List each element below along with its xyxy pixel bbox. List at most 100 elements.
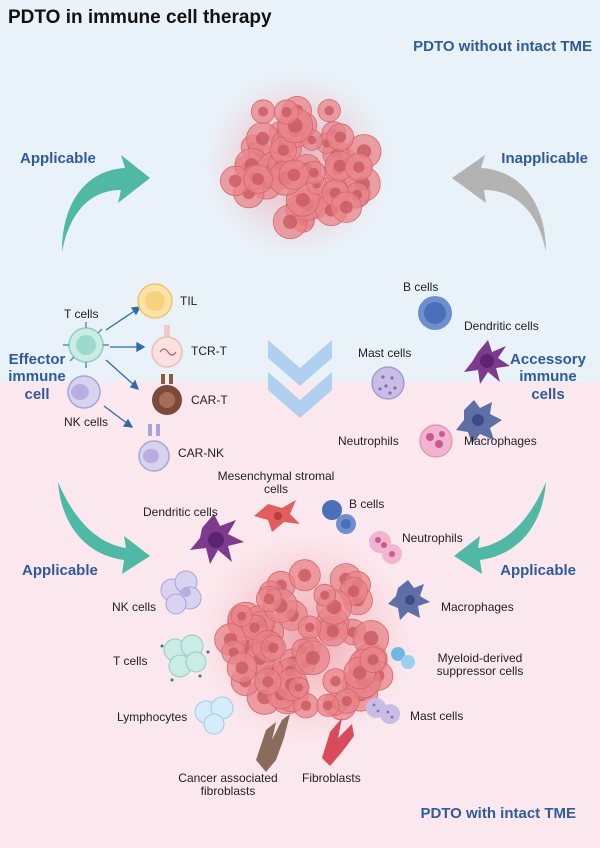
tumor-cell-nucleus — [268, 642, 279, 653]
label-til: TIL — [180, 294, 198, 308]
arrow-label-bottom-right: Applicable — [500, 562, 576, 579]
tumor-cell-nucleus — [255, 131, 270, 146]
effector-heading-line: immune — [8, 368, 66, 386]
label-tme-b-cells: B cells — [349, 497, 385, 511]
tumor-cell-nucleus — [323, 700, 333, 711]
label-tme-nk-cells: NK cells — [112, 600, 157, 614]
til-icon — [137, 283, 173, 319]
tme-nk-cells-icon — [160, 570, 202, 615]
tumor-cell-nucleus — [258, 106, 269, 117]
tumor-cell-nucleus — [320, 590, 330, 600]
tumor-cell-nucleus — [252, 173, 265, 186]
tumor-cell-nucleus — [277, 144, 289, 156]
tme-macrophages-icon — [388, 580, 430, 620]
dendritic-cell-icon — [464, 340, 510, 384]
tme-caf-icon — [256, 714, 290, 772]
label-tme-macrophages: Macrophages — [441, 600, 514, 614]
tcr-t-icon — [151, 325, 183, 368]
organoid-bottom-icon — [196, 530, 416, 750]
car-nk-icon — [138, 424, 170, 472]
tumor-cell-nucleus — [283, 214, 298, 229]
tme-mast-cells-icon — [366, 698, 400, 724]
label-tme-mesenchymal-line: cells — [263, 482, 288, 497]
label-macrophages: Macrophages — [464, 434, 537, 448]
tumor-cell-nucleus — [333, 159, 347, 172]
label-neutrophils: Neutrophils — [338, 434, 399, 448]
label-car-t: CAR-T — [191, 393, 228, 407]
neutrophil-icon — [419, 424, 453, 458]
tme-neutrophils-icon — [369, 531, 402, 564]
tme-b-cells-icon — [322, 500, 356, 534]
label-tme-caf: Cancer associated fibroblasts — [158, 771, 298, 799]
applicable-arrow-top-left-icon — [62, 155, 150, 252]
label-tme-dendritic-cells: Dendritic cells — [143, 505, 218, 519]
tme-mesenchymal-stromal-icon — [254, 500, 300, 532]
label-tme-neutrophils: Neutrophils — [402, 531, 463, 545]
arrow-label-top-left: Applicable — [20, 150, 96, 167]
top-panel-title: PDTO without intact TME — [413, 38, 592, 55]
tme-lymphocytes-icon — [194, 696, 234, 735]
effector-heading-line: Effector — [8, 351, 66, 368]
tumor-cell-nucleus — [301, 700, 312, 711]
arrow-label-top-right: Inapplicable — [501, 150, 588, 167]
organoid-top-icon — [202, 68, 394, 260]
label-tme-mesenchymal-line: Mesenchymal stromal — [217, 469, 335, 483]
t-cell-icon — [63, 322, 109, 368]
tumor-cell-nucleus — [353, 161, 365, 173]
tumor-cell-nucleus — [237, 611, 247, 621]
tumor-cell-nucleus — [287, 168, 301, 181]
label-tme-fibroblasts: Fibroblasts — [302, 771, 361, 785]
accessory-heading-line: Accessory — [510, 351, 586, 368]
tumor-cell-nucleus — [263, 593, 275, 605]
applicable-arrow-bottom-left-icon — [58, 482, 150, 574]
label-tme-caf-line: Cancer associated — [178, 771, 278, 785]
tumor-cell-nucleus — [228, 174, 242, 188]
figure-title: PDTO in immune cell therapy — [8, 7, 272, 28]
tumor-cell-nucleus — [309, 167, 319, 178]
tme-dendritic-cell-icon — [190, 514, 244, 564]
label-tme-caf-line: fibroblasts — [200, 784, 256, 799]
effector-heading-line: cell — [24, 385, 50, 403]
label-tme-mdsc-line: Myeloid-derived — [437, 651, 523, 665]
effector-heading: Effector immune cell — [2, 351, 72, 403]
tumor-cell-nucleus — [347, 585, 360, 598]
tumor-cell-nucleus — [305, 650, 320, 665]
tumor-cell-nucleus — [341, 696, 352, 707]
label-b-cells: B cells — [403, 280, 439, 294]
tumor-cell-nucleus — [304, 622, 315, 633]
label-tme-mast-cells: Mast cells — [410, 709, 464, 723]
tme-fibroblasts-icon — [322, 718, 354, 766]
tumor-cell-nucleus — [249, 622, 260, 633]
nk-cell-icon — [67, 375, 101, 409]
macrophage-icon — [456, 400, 502, 444]
label-car-nk: CAR-NK — [178, 446, 225, 460]
label-tcr-t: TCR-T — [191, 344, 227, 358]
tumor-cell-nucleus — [334, 131, 346, 143]
car-t-icon — [152, 374, 182, 415]
tumor-cell-nucleus — [262, 676, 274, 688]
tumor-cell-nucleus — [281, 106, 292, 118]
label-tme-mdsc-line: suppressor cells — [436, 664, 524, 679]
tumor-cell-nucleus — [363, 630, 379, 646]
tumor-cell-nucleus — [235, 661, 249, 675]
label-t-cells: T cells — [64, 307, 99, 321]
label-dendritic-cells: Dendritic cells — [464, 319, 539, 333]
arrow-label-bottom-left: Applicable — [22, 562, 98, 579]
tumor-cell-nucleus — [324, 105, 334, 116]
label-tme-t-cells: T cells — [113, 654, 148, 668]
tumor-cell-nucleus — [339, 200, 353, 214]
tumor-cell-nucleus — [326, 625, 339, 638]
mast-cell-icon — [371, 366, 405, 400]
tumor-cell-nucleus — [295, 193, 310, 207]
inapplicable-arrow-top-right-icon — [452, 155, 546, 252]
tumor-cell-nucleus — [353, 666, 367, 680]
label-tme-lymphocytes: Lymphocytes — [117, 710, 188, 724]
tumor-cell-nucleus — [330, 676, 341, 687]
tumor-cell-nucleus — [367, 654, 379, 666]
label-tme-mdsc: Myeloid-derived suppressor cells — [420, 651, 540, 679]
label-mast-cells: Mast cells — [358, 346, 412, 360]
label-nk-cells: NK cells — [64, 415, 109, 429]
accessory-heading: Accessory immune cells — [500, 351, 596, 403]
transition-chevrons-icon — [268, 340, 332, 418]
